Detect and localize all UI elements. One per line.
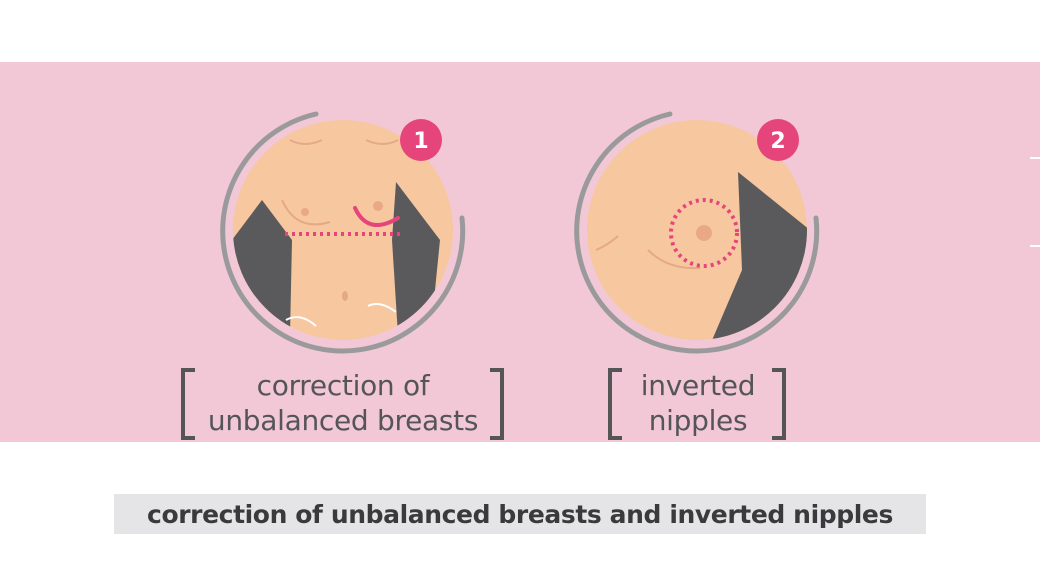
caption-inverted-nipples: inverted nipples bbox=[624, 368, 772, 438]
illustration-unbalanced-breasts: 1 bbox=[220, 111, 466, 354]
subtitle-bar: correction of unbalanced breasts and inv… bbox=[114, 494, 926, 534]
bracket-right bbox=[490, 368, 504, 440]
bracket-left bbox=[181, 368, 195, 440]
dotted-target-circle bbox=[669, 198, 739, 268]
caption-line-2: unbalanced breasts bbox=[207, 404, 479, 437]
nipple bbox=[696, 225, 712, 241]
caption-line-1: correction of bbox=[256, 369, 430, 402]
bracket-left bbox=[608, 368, 622, 440]
caption-line-2: nipples bbox=[648, 404, 748, 437]
caption-line-1: inverted bbox=[640, 369, 756, 402]
badge-1-number: 1 bbox=[413, 129, 428, 154]
bracket-right bbox=[772, 368, 786, 440]
badge-2 bbox=[757, 119, 799, 161]
pink-background-band bbox=[0, 62, 1040, 442]
progress-ring bbox=[574, 111, 820, 354]
progress-ring bbox=[220, 111, 466, 354]
illustration-inverted-nipples: 2 bbox=[574, 111, 820, 354]
subtitle-text: correction of unbalanced breasts and inv… bbox=[147, 499, 893, 529]
correction-mark bbox=[353, 206, 400, 228]
badge-2-number: 2 bbox=[770, 129, 785, 154]
caption-unbalanced-breasts: correction of unbalanced breasts bbox=[196, 368, 490, 438]
badge-1 bbox=[400, 119, 442, 161]
